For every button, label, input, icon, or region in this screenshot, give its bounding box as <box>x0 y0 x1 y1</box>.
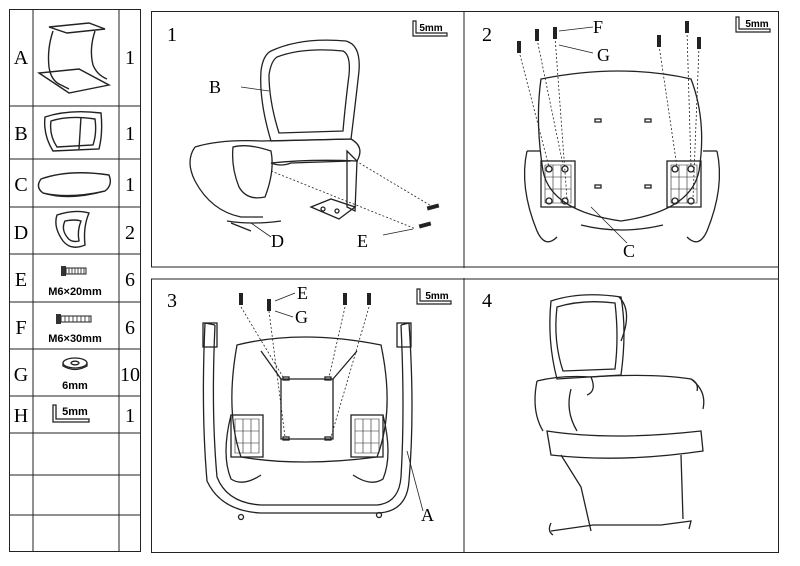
part-letter: C <box>14 174 27 196</box>
part-qty: 6 <box>125 317 135 339</box>
allen-key-icon <box>416 288 452 305</box>
part-caption: 6mm <box>62 380 88 392</box>
step-4-panel: 4 <box>482 290 705 536</box>
assembly-guide-lines <box>240 306 370 438</box>
part-row-e: E 6 M6×20mm <box>15 266 135 298</box>
part-caption: M6×20mm <box>48 286 102 298</box>
bolt-icon <box>517 21 701 53</box>
part-letter: D <box>14 222 28 244</box>
step-number: 1 <box>167 24 177 46</box>
parts-table: A 1 B 1 C 1 D 2 <box>9 9 141 552</box>
step-1-panel: 1 5mm <box>167 20 448 251</box>
callout-b: B <box>209 77 221 97</box>
step-2-panel: 2 5mm <box>482 16 771 261</box>
part-row-c: C 1 <box>14 172 135 198</box>
callout-e: E <box>297 283 308 303</box>
bolt-short-icon <box>61 266 87 276</box>
part-row-h: H 1 5mm <box>14 404 135 427</box>
part-letter: B <box>14 123 27 145</box>
part-letter: A <box>14 47 29 69</box>
part-letter: G <box>14 364 28 386</box>
part-qty: 2 <box>125 222 135 244</box>
assembled-chair-drawing <box>534 294 705 536</box>
part-row-g: G 10 6mm <box>14 357 140 392</box>
allen-key-icon <box>52 404 90 423</box>
allen-key-icon <box>412 20 448 37</box>
tool-label: 5mm <box>425 291 448 302</box>
assembly-guide-lines <box>270 160 434 230</box>
callout-e: E <box>357 231 368 251</box>
part-qty: 1 <box>125 47 135 69</box>
callout-g: G <box>295 307 308 327</box>
callout-a: A <box>421 505 434 525</box>
part-row-a: A 1 <box>14 22 135 94</box>
tool-label: 5mm <box>419 23 442 34</box>
bolt-icon <box>418 203 440 229</box>
bolt-long-icon <box>56 314 92 324</box>
callout-d: D <box>271 231 284 251</box>
assembly-guide-lines <box>518 30 700 200</box>
tool-label: 5mm <box>745 19 768 30</box>
part-qty: 10 <box>120 364 140 386</box>
chair-frame-drawing <box>189 39 361 232</box>
part-row-f: F 6 M6×30mm <box>15 314 135 345</box>
seat-underside-drawing <box>523 70 721 243</box>
part-caption: 5mm <box>62 406 88 418</box>
sled-base-icon <box>36 22 112 94</box>
washer-icon <box>62 357 88 371</box>
part-caption: M6×30mm <box>48 333 102 345</box>
assembly-steps: 1 5mm <box>151 11 779 553</box>
step-number: 3 <box>167 290 177 312</box>
part-letter: E <box>15 269 27 291</box>
part-row-d: D 2 <box>14 210 135 248</box>
callout-f: F <box>593 17 603 37</box>
callout-g: G <box>597 45 610 65</box>
part-qty: 1 <box>125 123 135 145</box>
mesh-backrest-icon <box>43 110 103 152</box>
armrest-icon <box>55 210 90 248</box>
bolt-icon <box>239 293 371 311</box>
chair-base-upside-down-drawing <box>202 322 413 521</box>
allen-key-icon <box>735 16 771 33</box>
part-qty: 1 <box>125 405 135 427</box>
part-letter: F <box>15 317 26 339</box>
step-number: 2 <box>482 24 492 46</box>
step-number: 4 <box>482 290 492 312</box>
part-letter: H <box>14 405 28 427</box>
step-3-panel: 3 5mm <box>167 283 452 525</box>
part-qty: 1 <box>125 174 135 196</box>
part-row-b: B 1 <box>14 110 135 152</box>
part-qty: 6 <box>125 269 135 291</box>
seat-cushion-icon <box>37 172 112 198</box>
callout-c: C <box>623 241 635 261</box>
